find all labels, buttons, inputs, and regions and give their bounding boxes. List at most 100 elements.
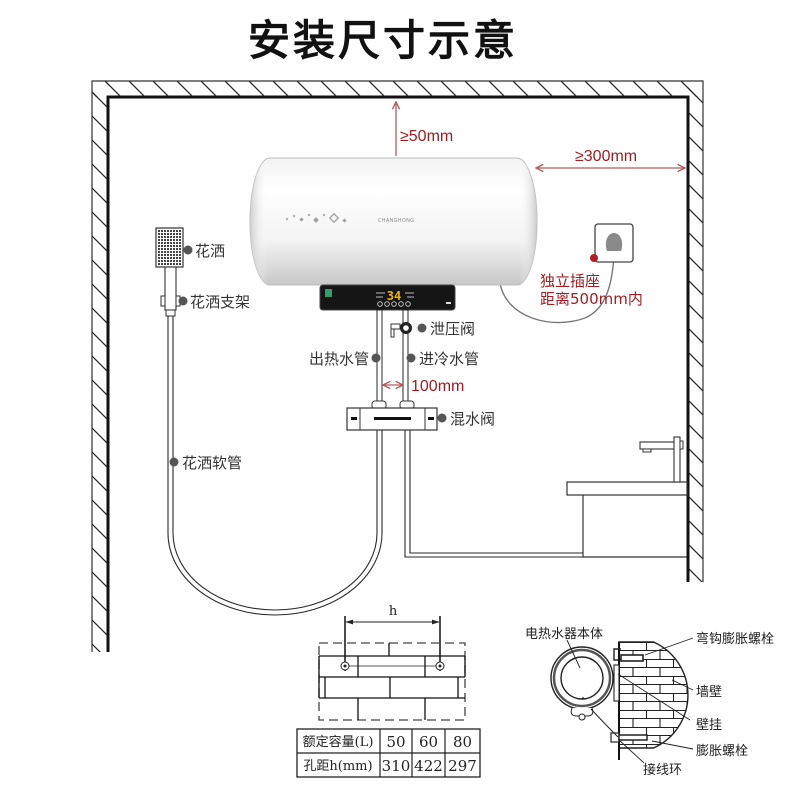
top-clearance-label: ≥50mm (400, 128, 453, 145)
left-wall (92, 81, 108, 652)
heater-body-leader (566, 639, 581, 669)
mounting-hole-left-center (343, 664, 347, 668)
decor-diamond (307, 213, 311, 217)
bracket-leader (617, 673, 691, 721)
power-socket: 独立插座 距离500mm内 (540, 223, 643, 308)
heater-decoration (285, 212, 347, 224)
temperature-display: 34 (387, 289, 401, 303)
sink-supply-pipe (404, 430, 583, 558)
spec-cell: 50 (386, 733, 405, 751)
room-walls (91, 80, 704, 652)
cold-inlet-leader-dot (406, 353, 416, 363)
relief-valve-label: 泄压阀 (430, 320, 475, 338)
page-title: 安装尺寸示意 (248, 16, 518, 65)
expansion-bolt-leader (651, 740, 694, 750)
vanity-cabinet (582, 495, 687, 558)
power-indicator-icon (446, 302, 451, 304)
spec-row-label: 额定容量(L) (303, 734, 374, 750)
socket-note-line2: 距离500mm内 (540, 290, 643, 308)
sink-pipe-inner (409, 430, 583, 554)
hook-bolt-label: 弯钩膨胀螺栓 (696, 631, 774, 647)
hose-outer-line (167, 316, 383, 616)
shower-head-label: 花洒 (195, 242, 225, 260)
hose-connector (165, 309, 176, 317)
power-cable (499, 255, 615, 324)
wiring-ring-label: 接线环 (643, 762, 682, 778)
faucet-cap (679, 440, 684, 450)
wiring-ring-leader (617, 738, 645, 764)
spec-table-row: 孔距h(mm) 310 422 297 (303, 757, 476, 775)
wall-leader (671, 679, 694, 691)
heater-section-mark (582, 697, 584, 699)
hook-bolt-hook (613, 648, 621, 661)
hook-bolt (620, 654, 644, 662)
relief-valve-leader-dot (417, 323, 427, 333)
panel-button[interactable] (384, 301, 390, 307)
bracket-label: 壁挂 (696, 718, 722, 733)
countertop (566, 481, 688, 496)
panel-button[interactable] (398, 301, 404, 307)
relief-valve-outlet (390, 328, 395, 338)
shower-hose-label: 花洒软管 (182, 454, 242, 472)
heater-section-tank (560, 656, 604, 700)
mixing-valve-bar (374, 417, 411, 420)
wall-label: 墙壁 (696, 685, 722, 700)
panel-button[interactable] (377, 301, 383, 307)
brick-joint (357, 656, 426, 677)
socket-leader-dot (590, 254, 598, 262)
spec-cell: 310 (382, 757, 411, 775)
relief-valve (390, 322, 412, 338)
water-heater: CHANGHONG 34 (249, 157, 538, 311)
mixing-valve-leader-dot (437, 413, 447, 423)
brick-wall-outline (618, 641, 689, 749)
ceiling-wall (92, 81, 703, 97)
panel-button[interactable] (405, 301, 411, 307)
mixing-valve (346, 400, 438, 431)
shower-head-leader-dot (183, 245, 193, 255)
pipe-spacing-dimension: 100mm (383, 378, 464, 395)
brick-joint (324, 677, 459, 698)
hole-spacing-label: h (389, 604, 398, 619)
brick-course-lines (319, 655, 465, 699)
wall-outer-line (91, 80, 704, 652)
brick-edge (318, 656, 466, 698)
decor-diamond (342, 218, 347, 223)
hole-spacing-diagram: h (318, 604, 466, 721)
plug-icon (605, 233, 623, 251)
hot-outlet-leader-dot (371, 353, 381, 363)
spec-table: 额定容量(L) 50 60 80 孔距h(mm) 310 422 297 (296, 728, 481, 778)
hook-bolt-leader (644, 637, 694, 656)
brick-wall-section (619, 642, 688, 748)
shower-head-holes (158, 230, 181, 265)
ground-wire (590, 708, 619, 738)
mixing-valve-label: 混水阀 (450, 410, 495, 428)
expansion-bolt-label: 膨胀螺栓 (696, 744, 748, 759)
decor-diamond (292, 214, 296, 218)
heater-body-label: 电热水器本体 (525, 627, 603, 642)
cold-inlet-label: 进冷水管 (419, 350, 479, 368)
mixing-valve-knob-left (351, 417, 357, 420)
decor-diamond (313, 217, 319, 223)
shower-bracket-left (160, 295, 166, 307)
heater-shading (250, 158, 537, 285)
shower-bracket-label: 花洒支架 (190, 293, 250, 311)
faucet-icon (673, 436, 681, 483)
decor-diamond (328, 212, 340, 224)
expansion-bolt (618, 734, 648, 741)
decor-diamond (299, 217, 304, 222)
mounting-hole-right-center (438, 664, 442, 668)
panel-button[interactable] (391, 301, 397, 307)
display-segment-marks (376, 292, 414, 298)
brick-courses (318, 643, 466, 720)
spec-cell: 422 (414, 757, 443, 775)
side-clearance-label: ≥300mm (575, 148, 637, 165)
faucet-nozzle (642, 448, 652, 453)
shower-bracket-leader-dot (178, 296, 188, 306)
sink-vanity (566, 436, 688, 558)
decor-diamond (322, 213, 326, 217)
shower-hose-leader-dot (169, 457, 179, 467)
brick-area-outline (318, 642, 466, 721)
decor-diamond (285, 217, 289, 221)
top-clearance-dimension: ≥50mm (396, 102, 453, 156)
